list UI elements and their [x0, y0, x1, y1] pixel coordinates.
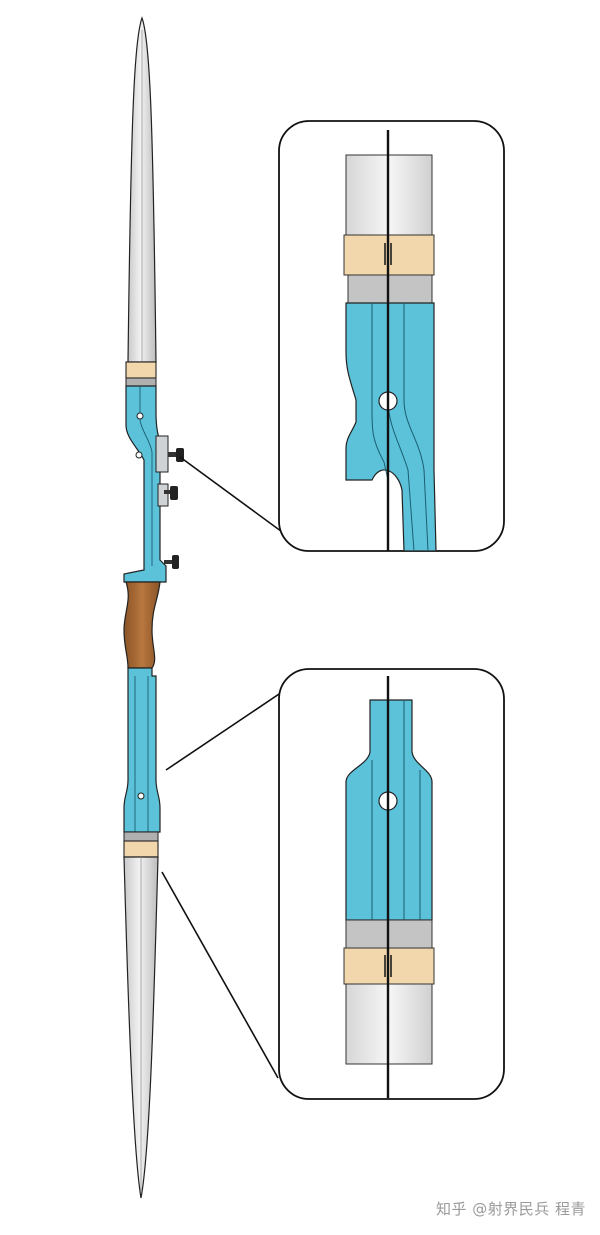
upper-limb-pad [125, 361, 157, 379]
leader-line-lower-a [165, 687, 289, 771]
upper-limb-pocket-bolt-icon [136, 412, 144, 420]
zoom-upper-riser [345, 302, 437, 551]
sight-plate [155, 435, 169, 473]
watermark: 知乎 @射界民兵 程青 [435, 1200, 586, 1218]
stabilizer-bushing-icon [164, 555, 179, 569]
upper-mount-bushing-icon [135, 451, 143, 459]
zoom-upper-shadow [347, 274, 433, 304]
arrow-rest [157, 483, 169, 507]
lower-limb-shadow [123, 831, 159, 842]
lower-limb-pad [123, 840, 159, 858]
zoom-upper-groove-a [371, 303, 389, 481]
grip [123, 581, 161, 669]
zoom-panel-upper [278, 120, 505, 552]
upper-riser [123, 385, 167, 583]
lower-riser [123, 667, 161, 833]
zoom-upper-groove-b [403, 303, 429, 551]
zoom-panel-lower [278, 668, 505, 1100]
pressure-button-knob-icon [168, 448, 184, 462]
lower-limb-pocket-bolt-icon [137, 792, 145, 800]
upper-limb-shadow [125, 377, 157, 387]
upper-riser-groove [139, 386, 153, 566]
bow [123, 16, 184, 1199]
leader-line-lower-b [161, 871, 279, 1079]
plunger-knob-icon [164, 486, 178, 500]
